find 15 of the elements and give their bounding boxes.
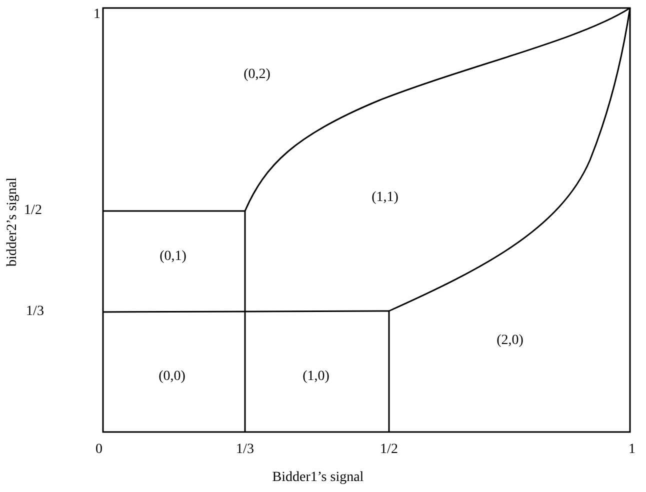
tick-label: 1/2 xyxy=(24,204,42,218)
axis-title: bidder2’s signal xyxy=(6,177,20,267)
tick-label: 1 xyxy=(628,443,636,457)
region-label: (2,0) xyxy=(496,334,524,348)
tick-label: 1 xyxy=(94,8,100,22)
tick-label: 1/2 xyxy=(380,443,398,457)
region-label: (1,0) xyxy=(302,370,330,384)
region-label: (1,1) xyxy=(372,191,398,205)
tick-label: 1/3 xyxy=(26,305,44,319)
region-label: (0,1) xyxy=(160,250,186,264)
region-label: (0,2) xyxy=(244,68,270,82)
tick-label: 1/3 xyxy=(236,443,254,457)
region-label: (0,0) xyxy=(158,370,186,384)
axis-title: Bidder1’s signal xyxy=(272,471,364,485)
tick-label: 0 xyxy=(96,443,102,457)
